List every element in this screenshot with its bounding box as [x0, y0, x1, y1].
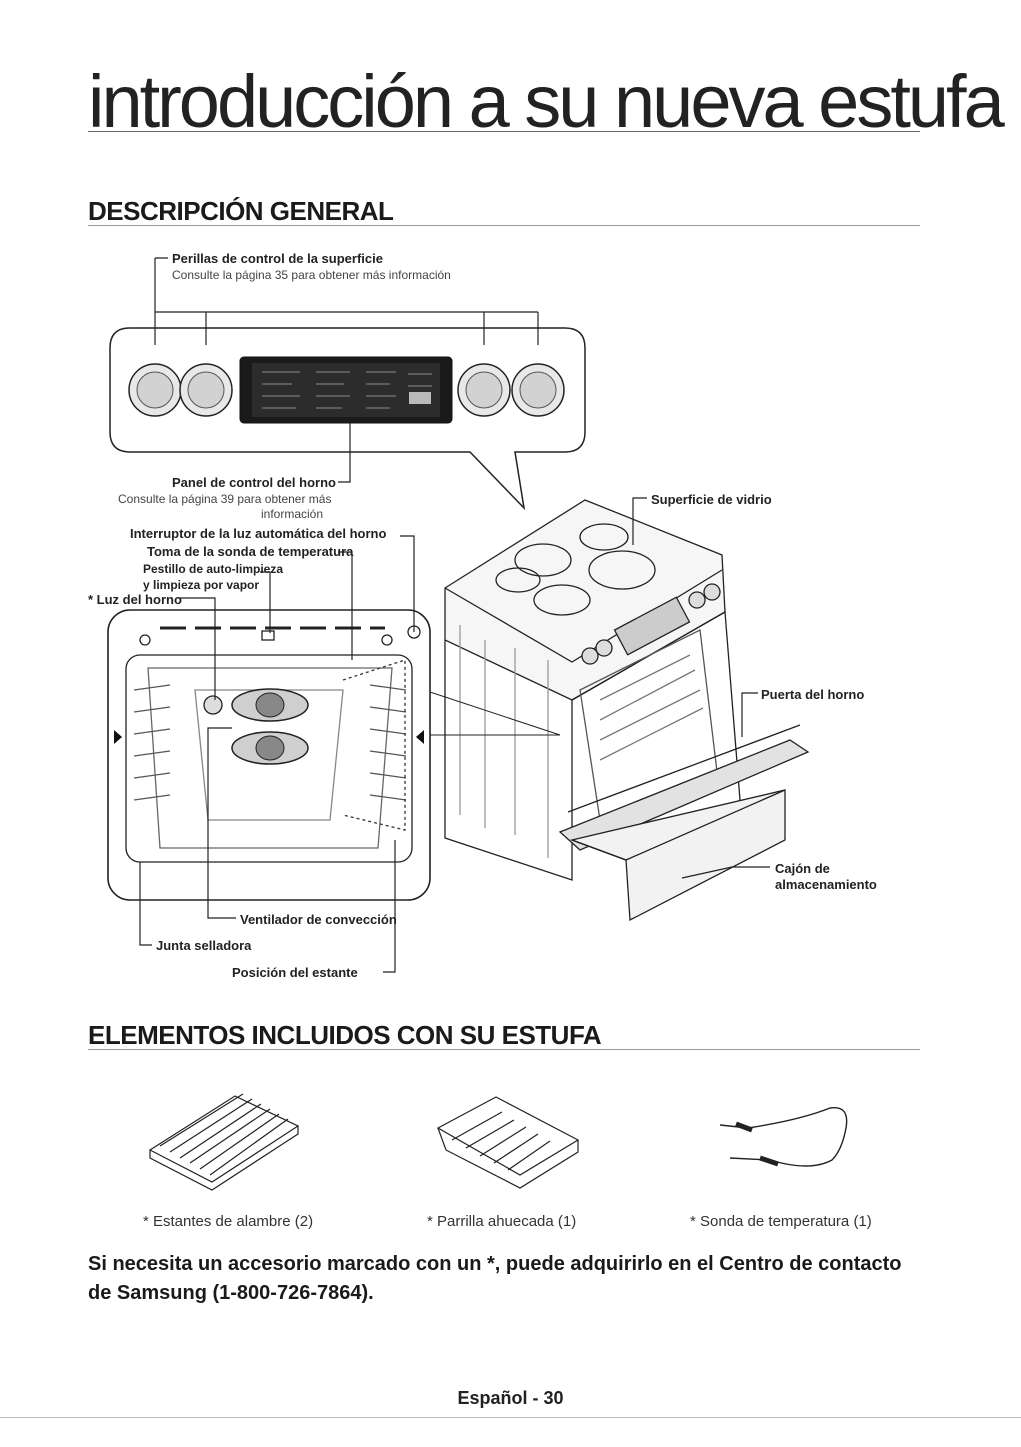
overview-divider — [88, 225, 920, 226]
bottom-divider — [0, 1417, 1021, 1418]
oven-cavity — [107, 609, 431, 901]
wire-rack-icon — [148, 1093, 300, 1191]
label-oven-light: * Luz del horno — [88, 592, 182, 607]
page-title: introducción a su nueva estufa — [88, 60, 1005, 143]
label-rack-position: Posición del estante — [232, 965, 358, 980]
label-oven-panel-note-2: información — [261, 507, 324, 521]
temperature-probe-icon — [719, 1106, 848, 1167]
label-convection-fan: Ventilador de convección — [240, 912, 397, 927]
accessory-note: Si necesita un accesorio marcado con un … — [88, 1253, 902, 1304]
label-oven-panel: Panel de control del horno — [172, 475, 336, 490]
label-glass-surface: Superficie de vidrio — [651, 492, 772, 507]
page-number: Español - 30 — [457, 1388, 564, 1408]
label-probe-jack: Toma de la sonda de temperatura — [147, 544, 354, 559]
title-divider — [88, 131, 920, 132]
label-drawer-1: Cajón de — [775, 861, 830, 876]
label-gasket: Junta selladora — [156, 938, 252, 953]
caption-recessed-rack: * Parrilla ahuecada (1) — [427, 1213, 577, 1230]
surface-knob-2 — [179, 363, 233, 417]
label-surface-knobs-note: Consulte la página 35 para obtener más i… — [172, 268, 451, 282]
surface-knob-3 — [457, 363, 511, 417]
included-heading: ELEMENTOS INCLUIDOS CON SU ESTUFA — [88, 1020, 602, 1050]
overview-heading: DESCRIPCIÓN GENERAL — [88, 196, 394, 226]
caption-wire-racks: * Estantes de alambre (2) — [143, 1213, 314, 1230]
label-latch-1: Pestillo de auto-limpieza — [143, 562, 284, 576]
surface-knob-4 — [511, 363, 565, 417]
included-divider — [88, 1049, 920, 1050]
recessed-rack-icon — [436, 1096, 580, 1189]
label-drawer-2: almacenamiento — [775, 877, 877, 892]
convection-fan-icon — [231, 688, 309, 765]
label-oven-door: Puerta del horno — [761, 687, 865, 702]
caption-temperature-probe: * Sonda de temperatura (1) — [690, 1213, 872, 1230]
oven-control-panel — [239, 356, 453, 424]
label-light-switch: Interruptor de la luz automática del hor… — [130, 526, 387, 541]
label-oven-panel-note-1: Consulte la página 39 para obtener más — [118, 492, 332, 506]
label-surface-knobs: Perillas de control de la superficie — [172, 251, 383, 266]
label-latch-2: y limpieza por vapor — [143, 578, 260, 592]
range-illustration — [444, 499, 810, 922]
surface-knob-1 — [128, 363, 182, 417]
